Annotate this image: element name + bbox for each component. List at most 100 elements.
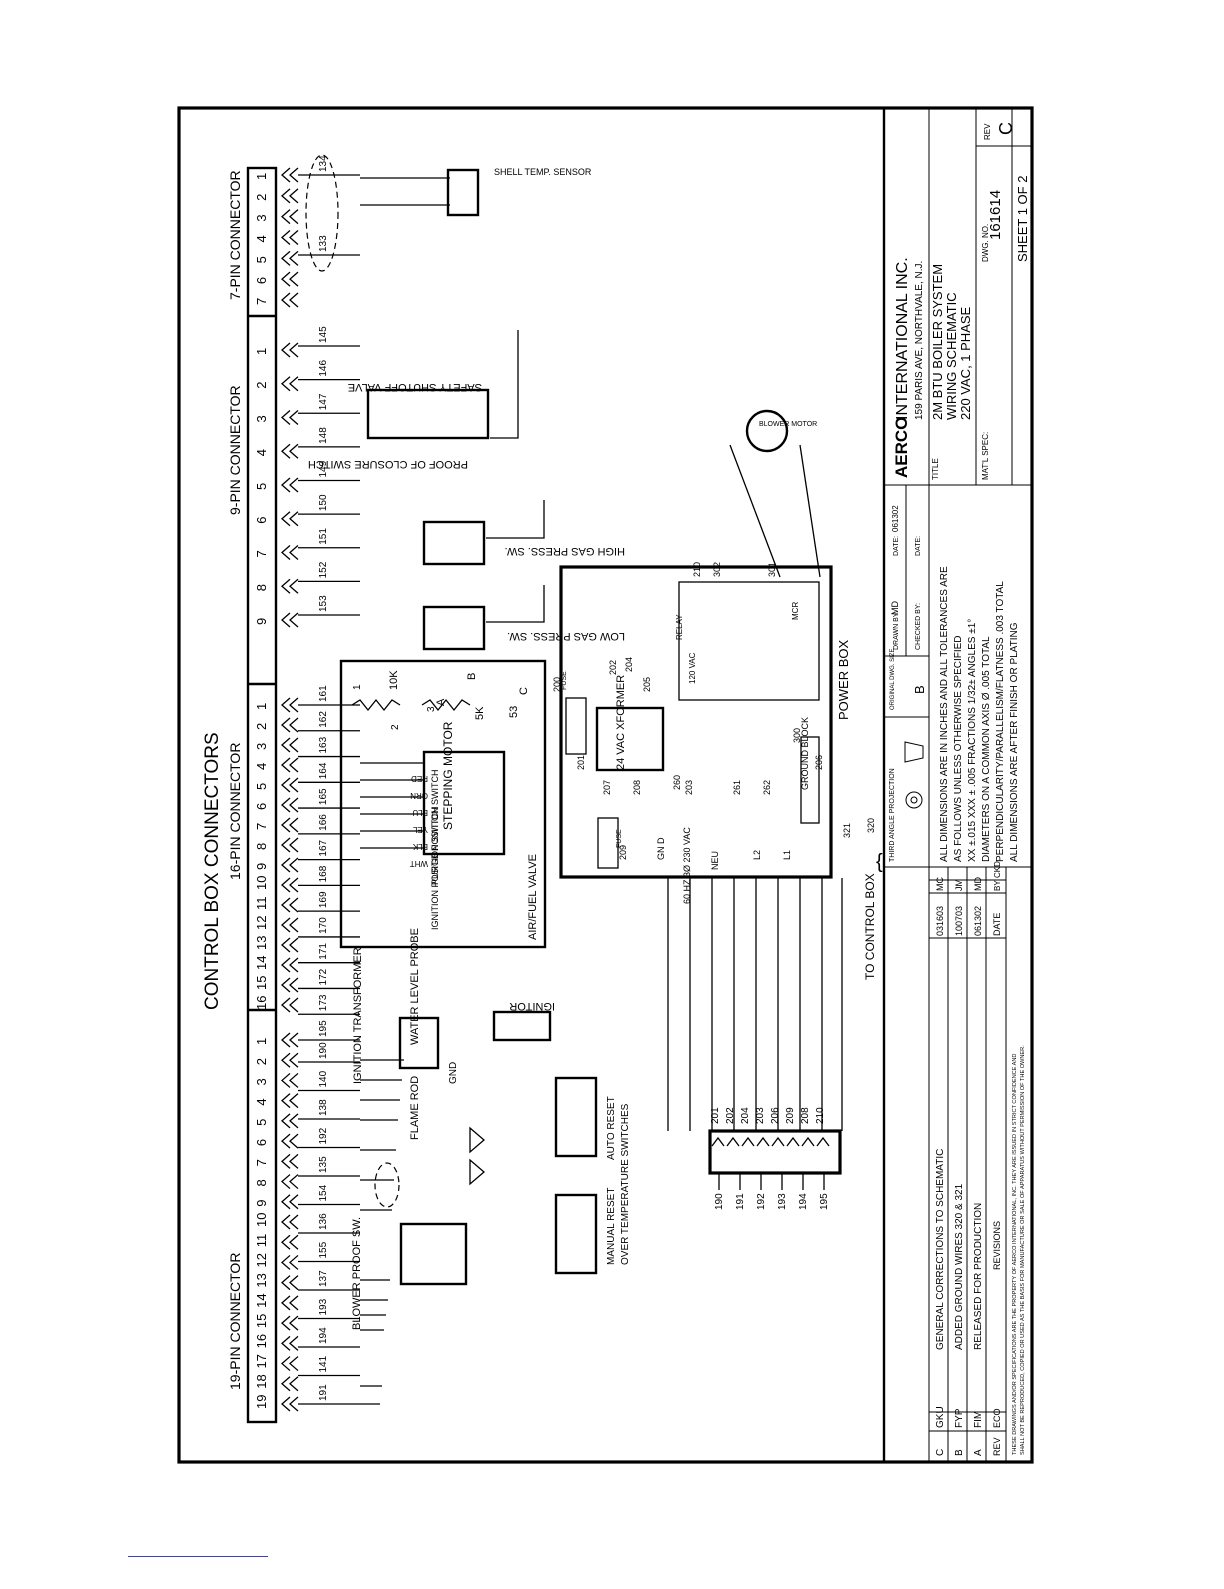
- dwg-no: 161614: [987, 190, 1004, 240]
- wire-number: 133: [318, 235, 329, 252]
- pin-number: 2: [254, 194, 269, 201]
- pot-pin2: 2: [390, 724, 401, 730]
- pin-contact: [281, 578, 291, 594]
- proprietary-line-1: THESE DRAWINGS AND/OR SPECIFICATIONS ARE…: [1012, 1054, 1018, 1455]
- terminal-wire-number: 203: [755, 1107, 766, 1124]
- drawn-by: MD: [890, 601, 900, 615]
- pin-contact: [281, 817, 291, 833]
- pin-number: 3: [254, 415, 269, 422]
- pot-53-label: 53: [508, 706, 520, 718]
- company-address: 159 PARIS AVE, NORTHVALE, N.J.: [914, 261, 925, 420]
- matl-spec-label: MAT'L SPEC:: [981, 432, 990, 480]
- dwg-no-label: DWG. NO.: [981, 224, 990, 262]
- pin-contact: [281, 1396, 291, 1412]
- wire-number: 150: [318, 494, 329, 511]
- terminal-contact: [756, 1136, 770, 1147]
- shell-temp-shield: [305, 154, 339, 272]
- connector9-label: 9-PIN CONNECTOR: [227, 385, 243, 515]
- xformer-label: 24 VAC XFORMER: [615, 675, 627, 770]
- pin-number: 9: [254, 618, 269, 625]
- pin-contact: [289, 1295, 299, 1311]
- pin-contact: [281, 1072, 291, 1088]
- power-box-wire-number: 207: [602, 780, 612, 795]
- pin-number: 18: [254, 1374, 269, 1388]
- pin-number: 1: [254, 348, 269, 355]
- motor-wire-color: BLU: [412, 808, 428, 817]
- projection-cone-icon: [904, 741, 924, 763]
- pin-contact: [281, 1194, 291, 1210]
- company-logo: AERCO: [892, 417, 911, 478]
- pin-contact: [281, 1234, 291, 1250]
- pin-contact: [281, 376, 291, 392]
- pin-number: 11: [254, 897, 269, 911]
- pin-contact: [289, 1052, 299, 1068]
- pin-contact: [289, 1194, 299, 1210]
- revision-date: 031603: [935, 906, 945, 936]
- pin-contact: [289, 1153, 299, 1169]
- power-box-wire-number: 206: [814, 755, 824, 770]
- motor-wire-color: BLK: [412, 842, 428, 851]
- pin-number: 7: [254, 1159, 269, 1166]
- pin-contact: [289, 1234, 299, 1250]
- connector19-label: 19-PIN CONNECTOR: [227, 1253, 243, 1390]
- pin-number: 4: [254, 1098, 269, 1105]
- terminal-wire-number: 195: [819, 1193, 830, 1210]
- by-header: BY: [993, 880, 1002, 891]
- proprietary-line-2: SHALL NOT BE REPRODUCED, COPIED OR USED …: [1020, 1045, 1026, 1455]
- w320-label: 320: [866, 818, 876, 833]
- pin-contact: [281, 717, 291, 733]
- pin-contact: [281, 1052, 291, 1068]
- motor-wire-color: WHT: [410, 859, 428, 868]
- connector7-label: 7-PIN CONNECTOR: [227, 170, 243, 300]
- flame-rod-label: FLAME ROD: [409, 1076, 421, 1140]
- w321-label: 321: [842, 823, 852, 838]
- pin-contact: [289, 271, 299, 287]
- company-name: INTERNATIONAL INC.: [894, 257, 911, 420]
- wire-number: 191: [318, 1384, 329, 1401]
- pin-number: 2: [254, 723, 269, 730]
- terminal-contact: [726, 1136, 740, 1147]
- safety-valve-label: SAFETY SHUTOFF VALVE: [348, 381, 482, 393]
- wire: [490, 330, 519, 439]
- pin-contact: [289, 545, 299, 560]
- terminal-contact: [741, 1136, 755, 1147]
- wire-number: 190: [318, 1042, 329, 1059]
- ignition-switch-label: IGNITION POSITION SWITCH: [430, 807, 440, 931]
- pin-contact: [289, 1335, 299, 1351]
- pin-contact: [281, 250, 291, 266]
- wire-number: 165: [318, 788, 329, 805]
- terminal-contact: [786, 1136, 800, 1147]
- pin-contact: [281, 342, 291, 358]
- pin-contact: [281, 977, 291, 993]
- power-box-label: POWER BOX: [836, 639, 851, 720]
- shell-temp-label: SHELL TEMP. SENSOR: [494, 167, 592, 177]
- eco-header: ECO: [992, 1408, 1002, 1428]
- relay-vac-label: 120 VAC: [688, 652, 697, 684]
- motor-wire-color: GRN: [410, 791, 428, 800]
- pin-contact: [289, 188, 299, 204]
- wire-number: 173: [318, 994, 329, 1011]
- terminal-wire-number: 201: [710, 1107, 721, 1124]
- pin-contact: [281, 230, 291, 245]
- proof-of-closure-switch: [366, 388, 490, 440]
- pin-number: 5: [254, 783, 269, 790]
- wire-number: 166: [318, 814, 329, 831]
- pin-number: 2: [254, 382, 269, 389]
- to-control-box-label: TO CONTROL BOX: [863, 873, 877, 980]
- revision-eco: GKU: [935, 1406, 946, 1428]
- l1-label: L1: [782, 850, 792, 860]
- pin-number: 4: [254, 449, 269, 456]
- pin-contact: [289, 1113, 299, 1129]
- pin-number: 15: [254, 1314, 269, 1328]
- pin-number: 6: [254, 803, 269, 810]
- connector16-label: 16-PIN CONNECTOR: [227, 743, 243, 880]
- pin-contact: [289, 1356, 299, 1372]
- pot-5k-label: 5K: [474, 706, 486, 720]
- projection-label: THIRD ANGLE PROJECTION: [889, 768, 896, 862]
- terminal-wire-number: 202: [725, 1107, 736, 1124]
- flame-rod-shield: [374, 1162, 400, 1208]
- orig-size-label: ORIGINAL DWG. SIZE: [890, 649, 896, 710]
- wire-number: 170: [318, 917, 329, 934]
- checked-date-label: DATE:: [915, 536, 922, 556]
- revisions-header: REVISIONS: [992, 1221, 1002, 1270]
